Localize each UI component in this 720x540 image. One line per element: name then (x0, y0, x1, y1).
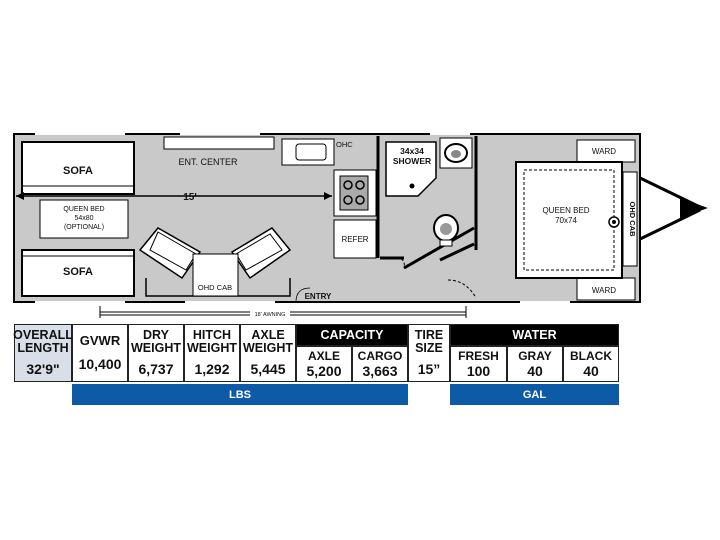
axle-weight-cell: AXLE WEIGHT 5,445 (240, 324, 296, 382)
water-header: WATER (450, 324, 619, 346)
sofa-top-label: SOFA (63, 165, 93, 177)
ohd-cab-bottom-label: OHD CAB (198, 283, 232, 292)
gray-water-cell: GRAY 40 (507, 346, 563, 382)
sofa-top (21, 141, 135, 195)
gvwr-label: GVWR (79, 333, 121, 348)
recliner-left (138, 227, 202, 280)
toilet-icon (433, 214, 459, 247)
hitch-weight-value: 1,292 (194, 361, 230, 377)
gvwr-value: 10,400 (78, 356, 122, 372)
bathroom-walls (376, 136, 478, 270)
burner-icons (343, 180, 365, 205)
ohd-cab-console (192, 253, 239, 297)
sofa-bottom (21, 249, 135, 297)
dry-weight-label: DRY WEIGHT (131, 328, 181, 355)
shower-label: SHOWER (393, 156, 431, 166)
tire-size-value: 15” (417, 361, 441, 377)
ent-center-label: ENT. CENTER (178, 157, 238, 167)
optional-bed-label-1: QUEEN BED (63, 206, 104, 213)
floorplan: SOFA QUEEN BED 54x80 (OPTIONAL) SOFA ENT… (13, 133, 708, 318)
dry-weight-cell: DRY WEIGHT 6,737 (128, 324, 184, 382)
awning: 18' AWNING (99, 306, 467, 318)
queen-bed-label: QUEEN BED (542, 206, 589, 215)
hitch-tongue (637, 175, 708, 242)
black-water-label: BLACK (570, 349, 612, 363)
optional-queen-bed (39, 199, 129, 239)
fresh-water-label: FRESH (458, 349, 499, 363)
dry-weight-value: 6,737 (138, 361, 174, 377)
hitch-weight-label: HITCH WEIGHT (187, 328, 237, 355)
awning-label: 18' AWNING (255, 312, 286, 318)
axle-weight-label: AXLE WEIGHT (243, 328, 293, 355)
ward-bottom-label: WARD (592, 286, 616, 295)
entry-label: ENTRY (305, 292, 332, 301)
refer-label: REFER (341, 235, 368, 244)
gray-water-label: GRAY (518, 349, 552, 363)
capacity-axle-label: AXLE (307, 349, 340, 363)
gvwr-cell: GVWR 10,400 (72, 324, 128, 382)
entertainment-center (163, 136, 275, 150)
ohd-cab-side-label: OHD CAB (628, 202, 637, 238)
shower-size-label: 34x34 (400, 146, 424, 156)
overall-length-cell: OVERALL LENGTH 32'9" (13, 324, 73, 382)
specs-table: OVERALL LENGTH 32'9" GVWR 10,400 DRY WEI… (13, 324, 619, 406)
refrigerator (333, 219, 377, 259)
hitch-weight-cell: HITCH WEIGHT 1,292 (184, 324, 240, 382)
recliner-right (230, 227, 292, 280)
overall-length-label: OVERALL LENGTH (13, 328, 73, 355)
lbs-bar: LBS (72, 384, 408, 405)
ohc-top-label: OHC (336, 140, 353, 149)
black-water-cell: BLACK 40 (563, 346, 619, 382)
axle-weight-value: 5,445 (250, 361, 286, 377)
fresh-water-value: 100 (466, 363, 491, 379)
black-water-value: 40 (583, 363, 599, 379)
fresh-water-cell: FRESH 100 (450, 346, 507, 382)
optional-bed-label-2: 54x80 (74, 215, 93, 222)
overall-length-value: 32'9" (26, 361, 60, 377)
capacity-axle-value: 5,200 (306, 363, 342, 379)
ohd-cab-side (622, 171, 638, 267)
capacity-header: CAPACITY (296, 324, 408, 346)
shower (385, 141, 437, 197)
capacity-cargo-value: 3,663 (362, 363, 398, 379)
capacity-axle-cell: AXLE 5,200 (296, 346, 352, 382)
sofa-bottom-label: SOFA (63, 266, 93, 278)
optional-bed-label-3: (OPTIONAL) (64, 224, 104, 231)
dimension-label: 15' (183, 192, 197, 203)
capacity-cargo-cell: CARGO 3,663 (352, 346, 408, 382)
ward-top-label: WARD (592, 147, 616, 156)
sink-icon (295, 143, 327, 161)
queen-bed-size-label: 70x74 (555, 216, 577, 225)
tire-size-cell: TIRE SIZE 15” (408, 324, 450, 382)
window-marks (35, 133, 570, 303)
shower-drain-icon (409, 183, 415, 189)
capacity-cargo-label: CARGO (357, 349, 403, 363)
tv-icon (608, 216, 620, 228)
tire-size-label: TIRE SIZE (414, 328, 444, 355)
queen-bed-rear (515, 161, 623, 279)
gray-water-value: 40 (527, 363, 543, 379)
gal-bar: GAL (450, 384, 619, 405)
